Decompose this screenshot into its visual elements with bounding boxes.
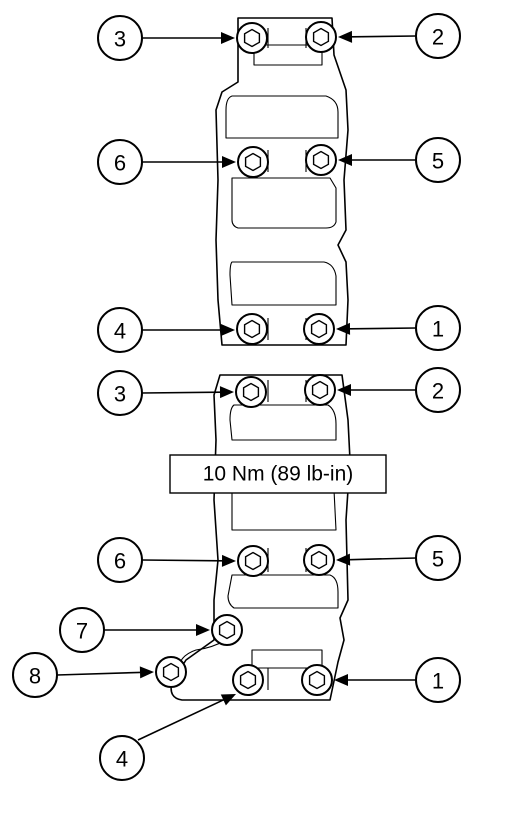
- callout-lower-8: 8: [12, 652, 58, 698]
- callout-lower-5: 5: [415, 535, 461, 581]
- callout-lower-4: 4: [99, 735, 145, 781]
- bolt-head: [155, 656, 187, 688]
- callout-label: 2: [432, 25, 444, 50]
- bolt-head: [305, 21, 337, 53]
- callout-leader: [104, 624, 210, 636]
- callout-label: 5: [432, 149, 444, 174]
- leaders-layer: [56, 30, 417, 741]
- callout-upper-2: 2: [415, 13, 461, 59]
- callout-label: 6: [114, 549, 126, 574]
- bolts-layer: [155, 21, 337, 696]
- bolt-head: [211, 614, 243, 646]
- callout-label: 5: [432, 547, 444, 572]
- callout-lower-7: 7: [59, 607, 105, 653]
- bolt-head: [304, 374, 336, 406]
- callout-label: 8: [29, 664, 41, 689]
- callout-leader: [137, 694, 236, 741]
- callout-leader: [56, 666, 154, 679]
- callout-label: 2: [432, 379, 444, 404]
- callout-upper-1: 1: [415, 305, 461, 351]
- torque-spec-box: [169, 454, 387, 494]
- callout-lower-1: 1: [415, 657, 461, 703]
- callout-label: 1: [432, 317, 444, 342]
- callout-leader: [338, 30, 417, 43]
- torque-spec: 10 Nm (89 lb-in): [169, 454, 387, 494]
- callout-upper-6: 6: [97, 139, 143, 185]
- callout-label: 4: [114, 319, 126, 344]
- bolt-head: [236, 313, 268, 345]
- callout-leader: [337, 384, 416, 396]
- lower-callouts: 3 2 6 5 7 8 1 4: [12, 367, 461, 781]
- bolt-head: [301, 664, 333, 696]
- callout-leader: [142, 324, 235, 336]
- callout-leader: [142, 32, 235, 44]
- bolt-head: [236, 22, 268, 54]
- bolt-head: [237, 146, 269, 178]
- callout-label: 4: [116, 747, 128, 772]
- callout-lower-6: 6: [97, 537, 143, 583]
- bolt-head: [303, 313, 335, 345]
- upper-callouts: 3 2 6 5 4 1: [97, 13, 461, 353]
- callout-upper-3: 3: [97, 15, 143, 61]
- callout-leader: [141, 554, 236, 567]
- bolt-head: [303, 544, 335, 576]
- bolt-head: [237, 545, 269, 577]
- bolt-head: [235, 376, 267, 408]
- callout-upper-4: 4: [97, 307, 143, 353]
- callout-label: 6: [114, 151, 126, 176]
- callout-leader: [336, 322, 417, 335]
- callout-leader: [141, 386, 234, 399]
- upper-flange: [215, 17, 349, 346]
- callout-label: 7: [76, 619, 88, 644]
- callout-upper-5: 5: [415, 137, 461, 183]
- callout-leader: [142, 156, 236, 168]
- torque-spec-text: 10 Nm (89 lb-in): [203, 463, 354, 486]
- bolt-head: [232, 664, 264, 696]
- callout-label: 3: [114, 382, 126, 407]
- callout-leader: [338, 154, 416, 166]
- callout-lower-2: 2: [415, 367, 461, 413]
- callout-label: 1: [432, 669, 444, 694]
- lower-flange: [170, 374, 351, 701]
- bolt-head: [305, 144, 337, 176]
- callout-leader: [336, 553, 417, 566]
- callout-lower-3: 3: [97, 370, 143, 416]
- callout-label: 3: [114, 27, 126, 52]
- callout-leader: [334, 674, 416, 686]
